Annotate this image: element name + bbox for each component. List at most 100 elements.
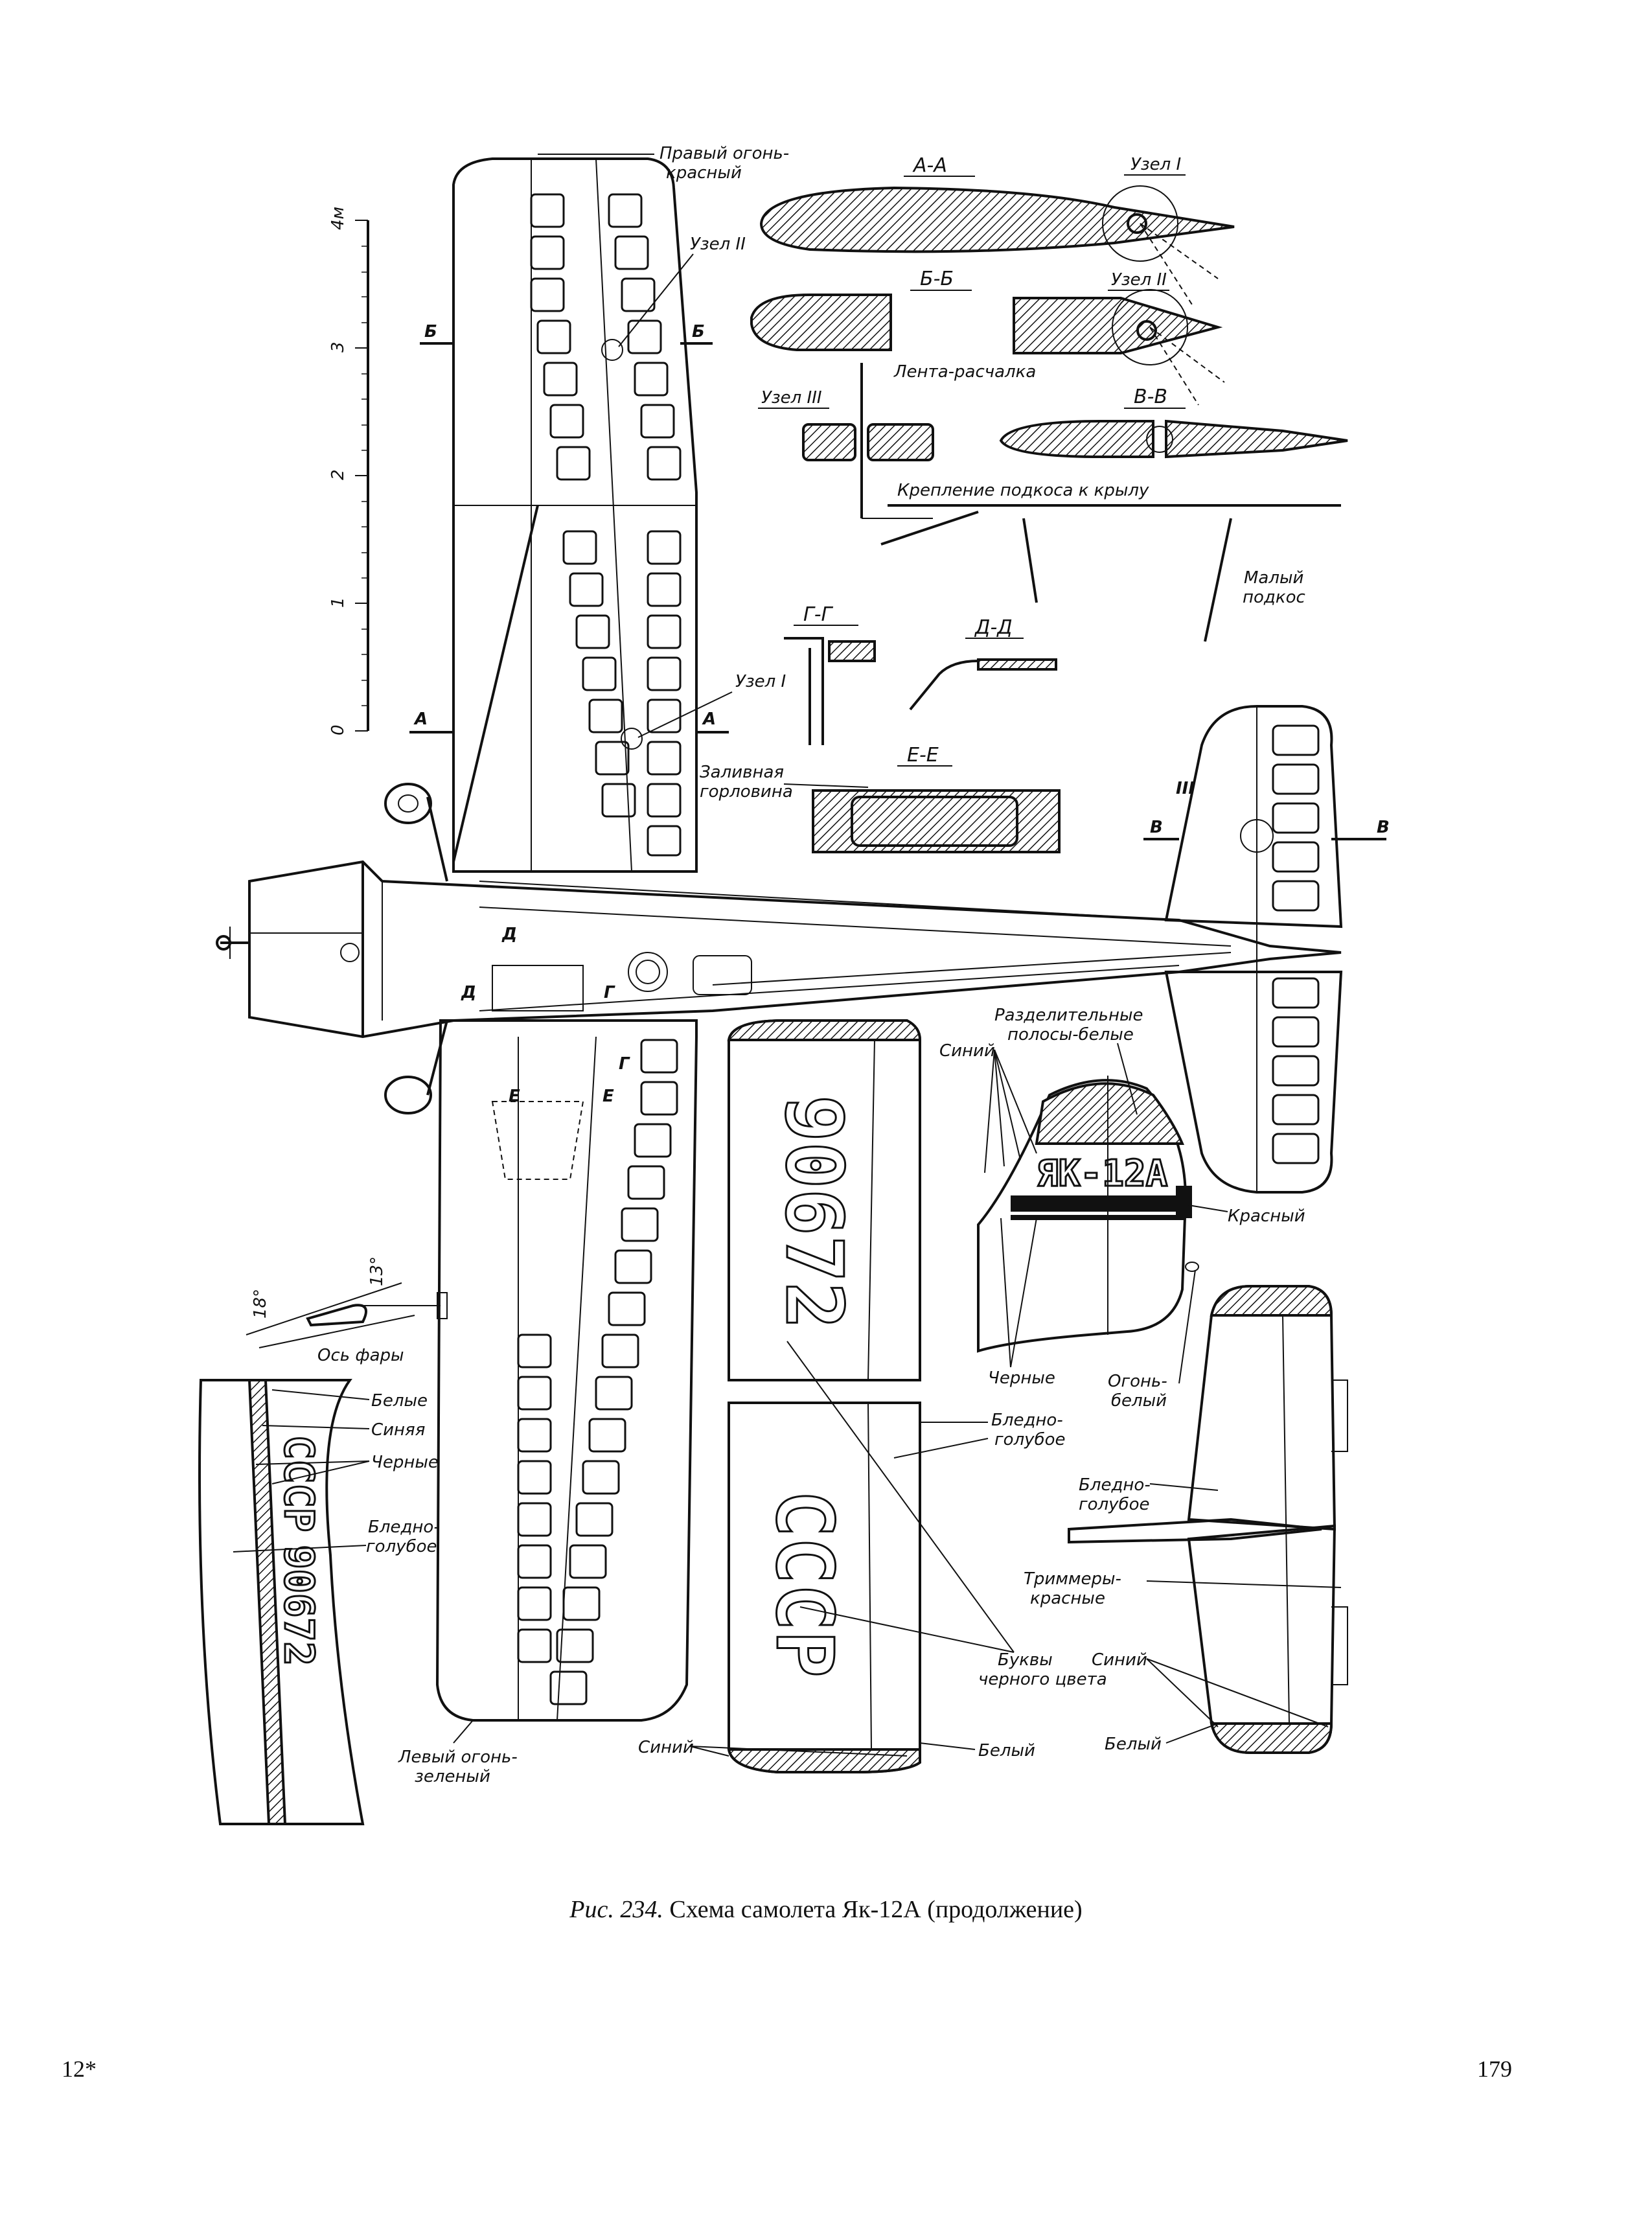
section-g-g: Г-Г bbox=[784, 603, 876, 745]
white-plural-label: Белые bbox=[371, 1391, 428, 1411]
headlight-axis-label: Ось фары bbox=[317, 1346, 404, 1365]
white-label-stab: Белый bbox=[1105, 1735, 1162, 1754]
light-white-label: Огонь-белый bbox=[1108, 1372, 1167, 1411]
stabilizer-underside bbox=[1068, 1285, 1348, 1754]
pale-blue-label-stab-line2: голубое bbox=[1079, 1495, 1150, 1514]
section-a-a-title: А-А bbox=[912, 154, 947, 177]
section-a-mark-left: А bbox=[413, 710, 428, 729]
section-d-mark-fuselage: Д bbox=[501, 925, 517, 944]
blue-label-fin: Синий bbox=[939, 1041, 995, 1061]
fuselage-side-detail: СССР 90672 bbox=[198, 1379, 365, 1825]
left-light-label-line2: зеленый bbox=[415, 1767, 490, 1786]
signature-mark: 12* bbox=[62, 2056, 97, 2082]
side-registration-text: 90672 bbox=[275, 1545, 323, 1666]
figure-caption-text: Схема самолета Як-12А (продолжение) bbox=[669, 1896, 1083, 1923]
tailplane bbox=[1164, 705, 1343, 1194]
trimmers-red-label-line1: Триммеры- bbox=[1024, 1569, 1121, 1589]
fin-type-marking: ЯК-12А bbox=[1037, 1153, 1167, 1195]
right-light-label-line1: Правый огонь- bbox=[660, 144, 789, 163]
section-b-b: Б-Б bbox=[750, 268, 1225, 406]
filler-neck-label-line1: Заливная bbox=[700, 763, 784, 782]
section-e-e-title: Е-Е bbox=[907, 744, 939, 767]
section-g-mark-fuselage: Г bbox=[604, 983, 615, 1002]
black-plural-label-side: Черные bbox=[371, 1453, 439, 1472]
node-1-label-section: Узел I bbox=[1130, 155, 1181, 174]
wing-underside: 90672 СССР bbox=[727, 1019, 922, 1773]
trimmers-red-label: Триммеры-красные bbox=[1024, 1569, 1121, 1608]
dividing-stripes-label-line2: полосы-белые bbox=[1007, 1025, 1134, 1045]
section-v-v-title: В-В bbox=[1134, 386, 1167, 408]
section-e-mark-right: Е bbox=[602, 1087, 614, 1106]
small-strut-label-line1: Малый bbox=[1244, 568, 1303, 588]
page-number: 179 bbox=[1477, 2056, 1512, 2082]
right-wing bbox=[452, 157, 698, 873]
pale-blue-label-stab-line1: Бледно- bbox=[1079, 1475, 1151, 1495]
pale-blue-label-wing-line2: голубое bbox=[994, 1430, 1066, 1449]
letters-black-label-line2: черного цвета bbox=[978, 1670, 1107, 1689]
side-registration: СССР 90672 bbox=[275, 1435, 323, 1666]
left-wing bbox=[435, 1019, 698, 1722]
scale-tick-2: 2 bbox=[328, 469, 348, 480]
pale-blue-label-side: Бледно-голубое bbox=[366, 1518, 440, 1556]
pale-blue-label-wing-line1: Бледно- bbox=[991, 1411, 1063, 1430]
scale-tick-0: 0 bbox=[328, 724, 348, 735]
pale-blue-label-side-line2: голубое bbox=[366, 1537, 437, 1556]
section-e-mark-left: Е bbox=[509, 1087, 520, 1106]
section-a-a: А-А bbox=[759, 154, 1235, 305]
section-v-v: Узел III В-В bbox=[758, 363, 1348, 518]
dividing-stripes-label-line1: Разделительные bbox=[994, 1006, 1143, 1025]
blue-label-stab: Синий bbox=[1092, 1650, 1147, 1670]
figure-caption-prefix: Рис. 234. bbox=[569, 1896, 663, 1923]
angle-18-label: 18° bbox=[251, 1289, 270, 1319]
section-d-d: Д-Д bbox=[909, 616, 1057, 711]
small-strut-label-line2: подкос bbox=[1243, 588, 1305, 607]
section-e-e: Е-Е bbox=[812, 744, 1061, 853]
strut-mount-label: Крепление подкоса к крылу bbox=[897, 481, 1149, 500]
figure-caption: Рис. 234. Схема самолета Як-12А (продолж… bbox=[0, 1895, 1652, 1924]
pale-blue-label-stab: Бледно-голубое bbox=[1079, 1475, 1151, 1514]
light-white-label-line2: белый bbox=[1111, 1391, 1167, 1411]
pale-blue-label-wing: Бледно-голубое bbox=[991, 1411, 1066, 1449]
angle-13-label: 13° bbox=[367, 1256, 387, 1286]
black-label-fin: Черные bbox=[988, 1368, 1055, 1388]
node-1-label-wing: Узел I bbox=[735, 672, 786, 691]
blue-label-wing: Синий bbox=[638, 1738, 694, 1757]
wing-country: СССР bbox=[759, 1490, 849, 1678]
side-country-text: СССР bbox=[275, 1435, 323, 1532]
scale-tick-1: 1 bbox=[328, 597, 348, 608]
scale-bar: 4м 0 1 2 3 bbox=[328, 207, 369, 735]
left-light-label-line1: Левый огонь- bbox=[398, 1748, 518, 1767]
red-label-fin: Красный bbox=[1228, 1206, 1305, 1226]
scale-unit-label: 4м bbox=[328, 207, 348, 230]
section-b-b-title: Б-Б bbox=[920, 268, 954, 290]
section-b-mark-right: Б bbox=[692, 322, 705, 341]
fin-side-view: ЯК-12А bbox=[977, 1076, 1192, 1353]
section-a-mark-right: А bbox=[702, 710, 716, 729]
fuselage bbox=[216, 783, 1342, 1114]
scale-tick-3: 3 bbox=[328, 341, 348, 352]
light-white-label-line1: Огонь- bbox=[1108, 1372, 1167, 1391]
left-light-label: Левый огонь-зеленый bbox=[398, 1748, 518, 1786]
section-d-d-title: Д-Д bbox=[974, 616, 1013, 639]
letters-black-label-line1: Буквы bbox=[998, 1650, 1053, 1670]
section-b-mark-left: Б bbox=[424, 322, 437, 341]
right-light-label-line2: красный bbox=[666, 163, 742, 183]
white-label-wing: Белый bbox=[978, 1741, 1035, 1760]
right-light-label: Правый огонь-красный bbox=[660, 144, 789, 183]
wing-registration: 90672 bbox=[768, 1095, 858, 1329]
section-v-mark-right: В bbox=[1377, 818, 1390, 837]
filler-neck-label-line2: горловина bbox=[700, 782, 793, 802]
node-3-label: Узел III bbox=[761, 388, 822, 408]
tape-label: Лента-расчалка bbox=[893, 362, 1036, 382]
section-g-g-title: Г-Г bbox=[803, 603, 834, 626]
trimmers-red-label-line2: красные bbox=[1030, 1589, 1105, 1608]
node-2-label-wing: Узел II bbox=[690, 235, 746, 254]
headlight-detail bbox=[246, 1282, 448, 1348]
pale-blue-label-side-line1: Бледно- bbox=[368, 1518, 440, 1537]
node-3-short-label: III bbox=[1176, 779, 1195, 798]
